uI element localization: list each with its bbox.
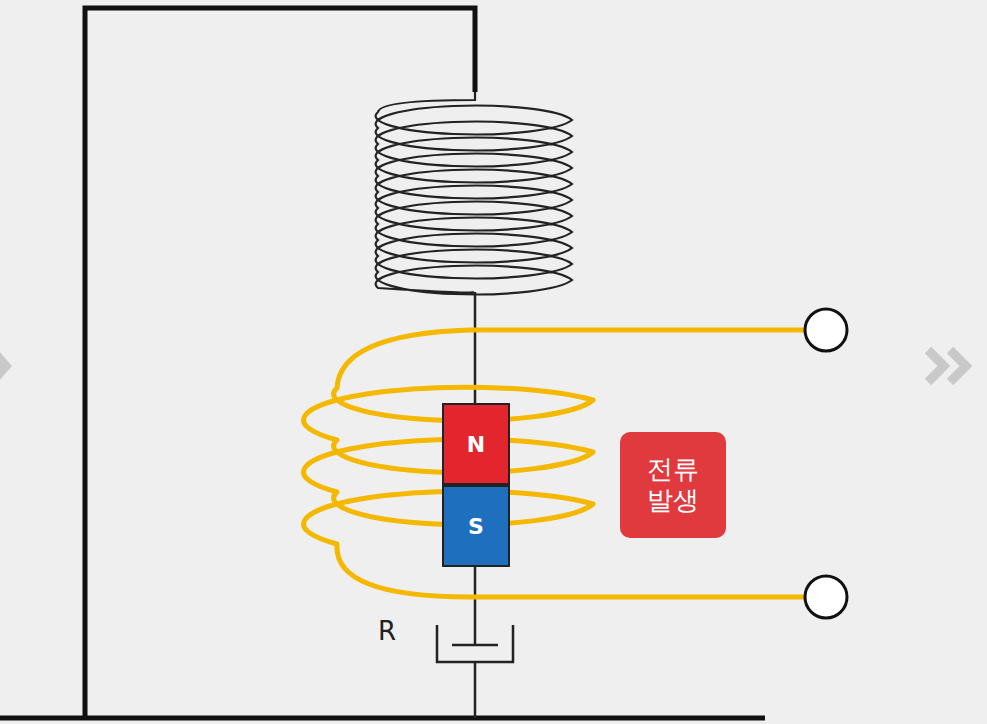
terminal: [805, 309, 847, 351]
magnet-south: S: [442, 485, 510, 567]
rod: [474, 662, 477, 718]
terminal: [805, 576, 847, 618]
ground: [0, 716, 765, 721]
part-label: R: [378, 616, 396, 646]
pickup-coil: [304, 330, 805, 597]
rod: [474, 565, 477, 645]
magnet-north: N: [442, 403, 510, 485]
dashpot-cup: [437, 625, 513, 662]
chevron: [0, 350, 6, 382]
chevron: [950, 350, 966, 382]
frame: [85, 8, 475, 718]
node-text: 전류 발생: [638, 454, 708, 516]
node-text: S: [468, 514, 484, 539]
chevron: [928, 350, 944, 382]
spring: [376, 92, 572, 294]
current-callout: 전류 발생: [620, 432, 726, 538]
dashpot-piston: [452, 644, 498, 647]
node-text: N: [467, 432, 485, 457]
